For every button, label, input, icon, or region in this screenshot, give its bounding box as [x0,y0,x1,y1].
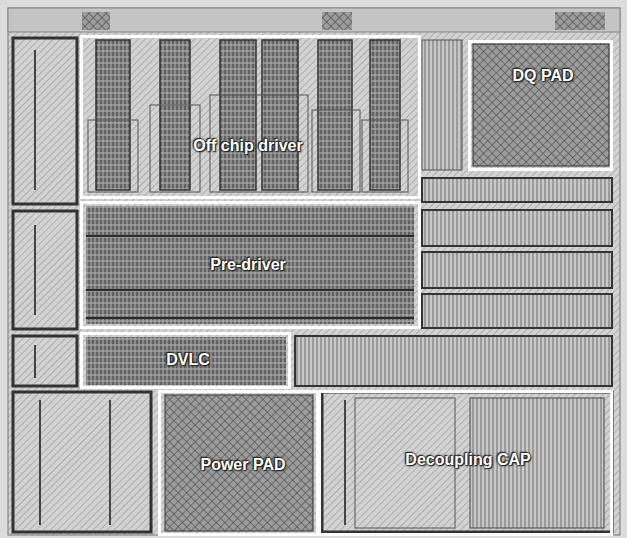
layout-block: Power PAD [158,390,319,536]
layout-block: Off chip driver [80,35,421,199]
layout-block: DQ PAD [468,40,613,171]
block-label: Decoupling CAP [405,451,530,469]
block-label: Power PAD [200,456,285,474]
layout-block: Decoupling CAP [318,390,613,536]
layout-block: Pre-driver [80,201,421,329]
layout-block: DVLC [80,332,291,389]
block-label: DQ PAD [512,67,573,85]
block-label: DVLC [166,351,210,369]
block-label: Off chip driver [193,137,302,155]
block-label: Pre-driver [210,256,286,274]
